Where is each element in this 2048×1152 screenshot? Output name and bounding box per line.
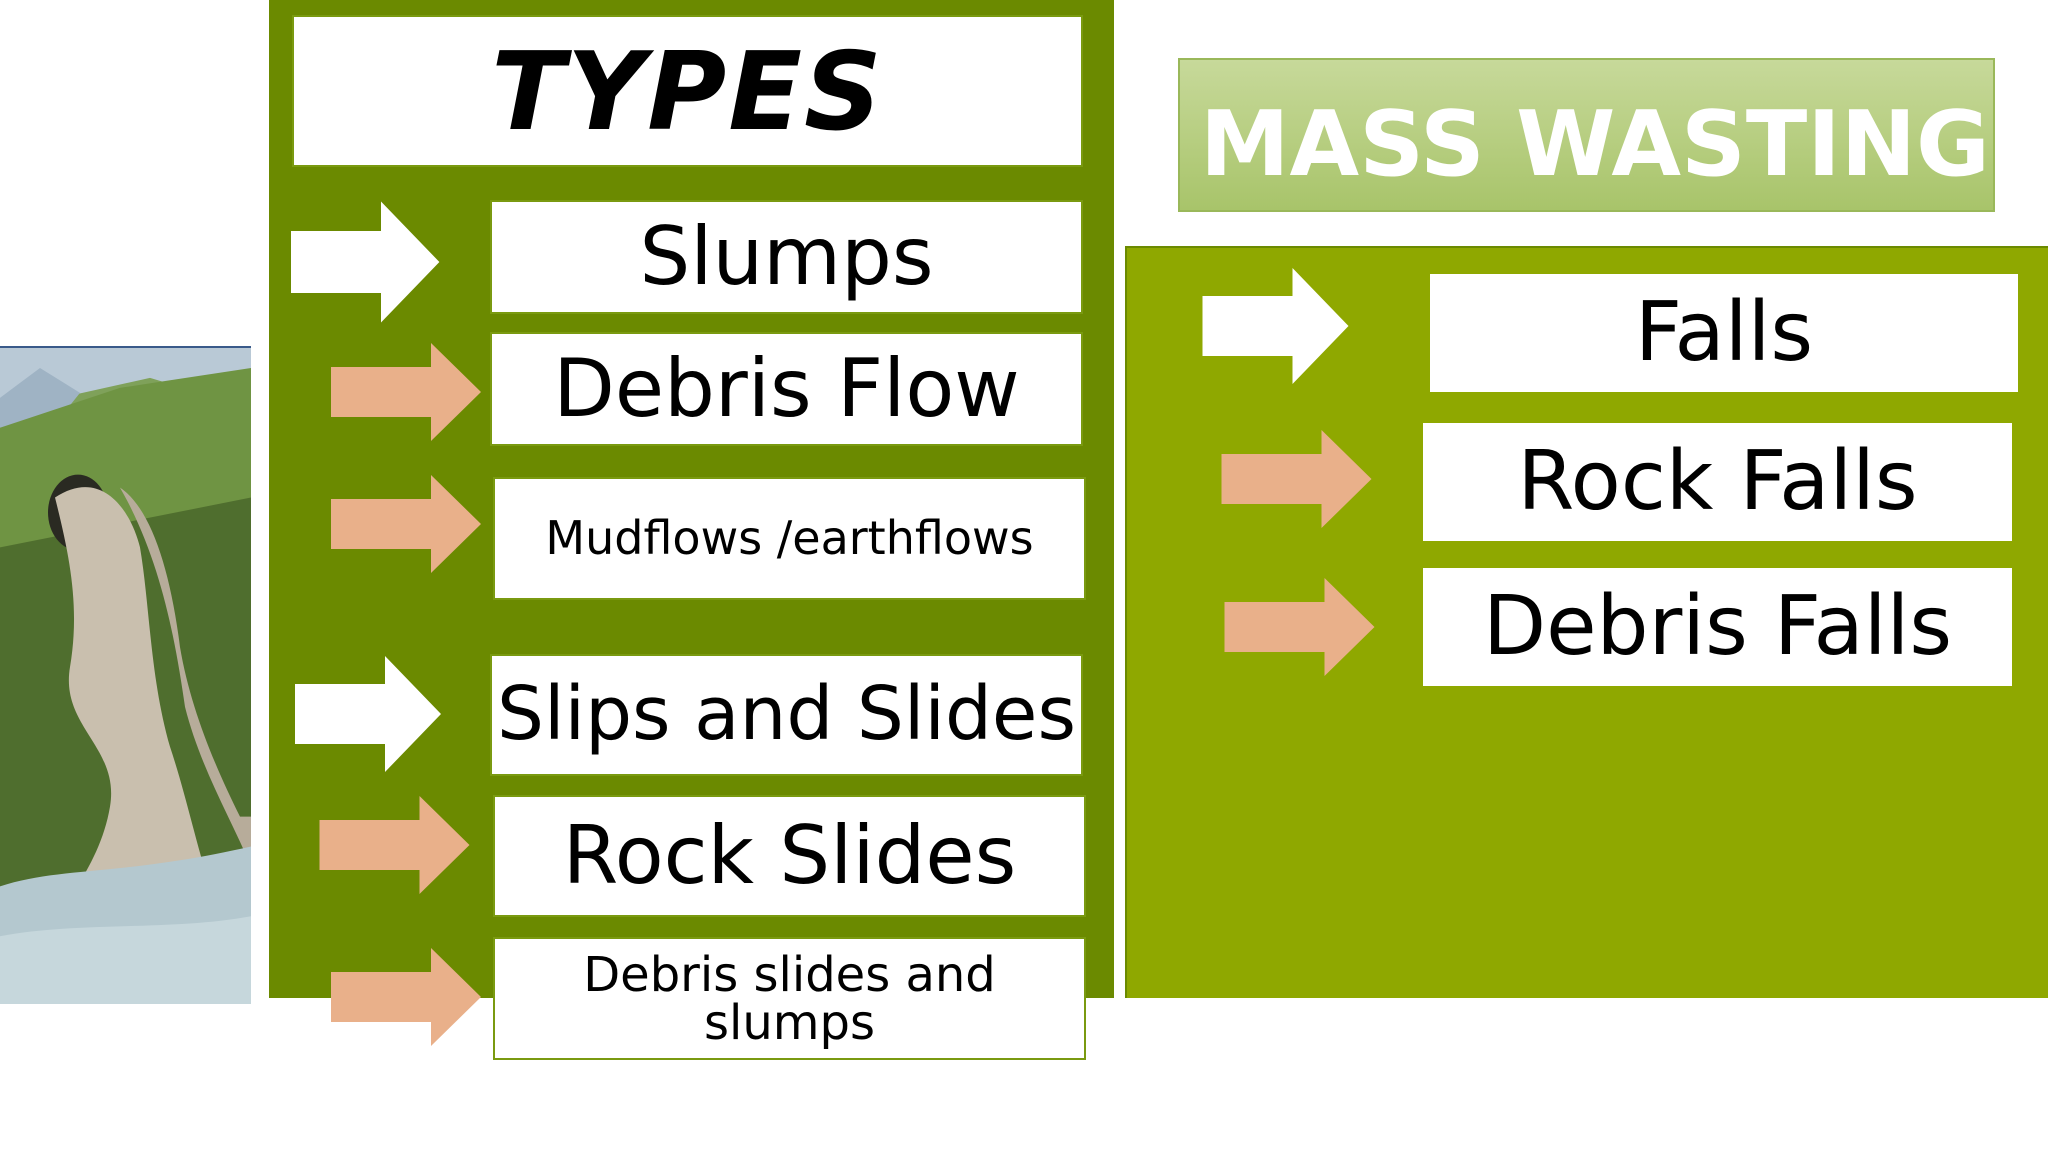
arrow-right-white-icon: [292, 654, 444, 774]
arrow-right-peach-icon: [1222, 578, 1377, 676]
type-item-slips-and-slides: Slips and Slides: [490, 654, 1083, 776]
landslide-photo: [0, 346, 251, 1004]
fall-item-falls: Falls: [1428, 272, 2020, 394]
arrow-right-peach-icon: [330, 948, 482, 1046]
type-item-rock-slides: Rock Slides: [493, 795, 1086, 917]
arrow-right-peach-icon: [317, 796, 472, 894]
arrow-right-peach-icon: [330, 475, 482, 573]
arrow-right-white-icon: [1198, 266, 1353, 386]
type-item-slumps: Slumps: [490, 200, 1083, 314]
arrow-right-peach-icon: [330, 343, 482, 441]
types-title: TYPES: [292, 15, 1083, 167]
fall-item-rock-falls: Rock Falls: [1421, 421, 2014, 543]
arrow-right-peach-icon: [1219, 430, 1374, 528]
mass-wasting-title: MASS WASTING: [1178, 58, 1995, 212]
type-item-debris-slides: Debris slides and slumps: [493, 937, 1086, 1060]
type-item-debris-flow: Debris Flow: [490, 332, 1083, 446]
fall-item-debris-falls: Debris Falls: [1421, 566, 2014, 688]
arrow-right-white-icon: [289, 201, 441, 323]
type-item-mudflows: Mudflows /earthflows: [493, 477, 1086, 600]
